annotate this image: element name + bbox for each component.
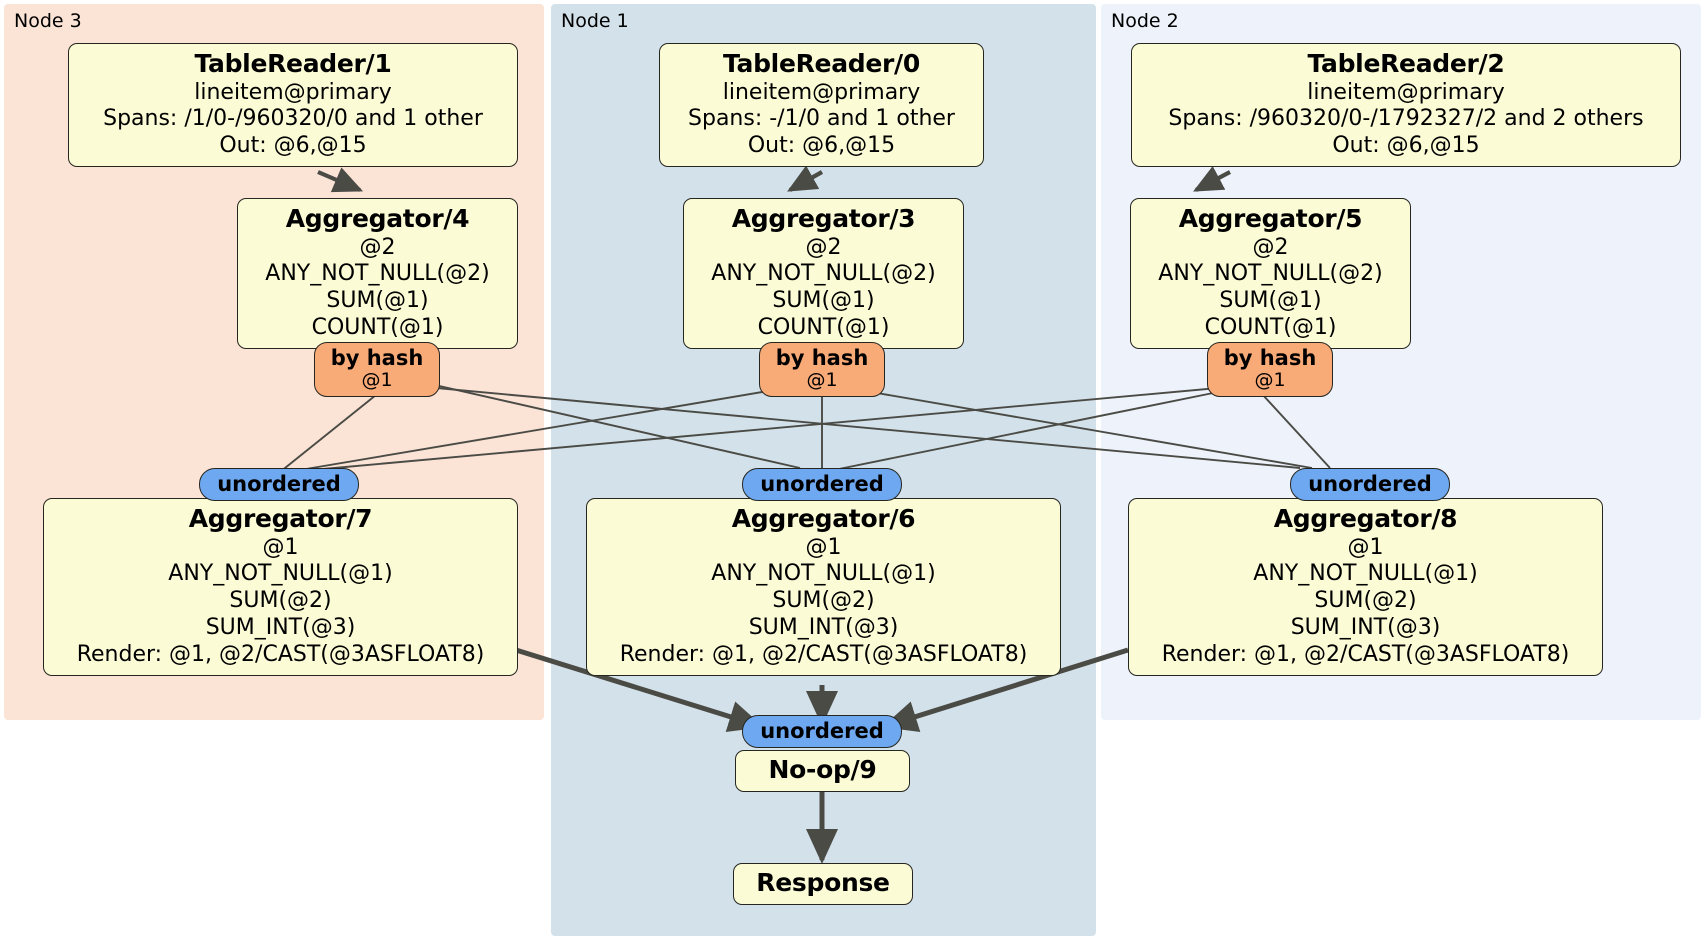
router-sub: @1 (806, 369, 838, 392)
processor-line: Spans: /1/0-/960320/0 and 1 other (103, 106, 483, 132)
processor-line: ANY_NOT_NULL(@2) (265, 261, 490, 287)
processor-aggregator3[interactable]: Aggregator/3 @2 ANY_NOT_NULL(@2) SUM(@1)… (683, 198, 964, 349)
processor-line: COUNT(@1) (757, 314, 890, 340)
processor-line: Render: @1, @2/CAST(@3ASFLOAT8) (1161, 641, 1570, 667)
processor-title: TableReader/0 (722, 49, 920, 78)
processor-line: SUM(@1) (326, 288, 429, 314)
router-title: unordered (760, 719, 884, 743)
router-by-hash-node2[interactable]: by hash @1 (1207, 342, 1333, 397)
processor-line: SUM(@2) (772, 588, 875, 614)
processor-line: lineitem@primary (722, 79, 921, 105)
processor-title: TableReader/1 (194, 49, 392, 78)
processor-aggregator6[interactable]: Aggregator/6 @1 ANY_NOT_NULL(@1) SUM(@2)… (586, 498, 1061, 676)
processor-title: Aggregator/4 (285, 204, 470, 233)
processor-noop9[interactable]: No-op/9 (735, 750, 910, 792)
processor-line: SUM_INT(@3) (1290, 614, 1441, 640)
processor-line: Spans: /960320/0-/1792327/2 and 2 others (1168, 106, 1644, 132)
router-title: unordered (217, 472, 341, 496)
router-title: unordered (760, 472, 884, 496)
processor-line: Render: @1, @2/CAST(@3ASFLOAT8) (619, 641, 1028, 667)
processor-title: Aggregator/8 (1273, 504, 1458, 533)
processor-line: ANY_NOT_NULL(@1) (168, 561, 393, 587)
processor-line: SUM(@1) (1219, 288, 1322, 314)
processor-line: COUNT(@1) (311, 314, 444, 340)
processor-title: Aggregator/7 (188, 504, 373, 533)
router-by-hash-node3[interactable]: by hash @1 (314, 342, 440, 397)
processor-aggregator4[interactable]: Aggregator/4 @2 ANY_NOT_NULL(@2) SUM(@1)… (237, 198, 518, 349)
processor-aggregator7[interactable]: Aggregator/7 @1 ANY_NOT_NULL(@1) SUM(@2)… (43, 498, 518, 676)
processor-line: @1 (805, 534, 842, 560)
processor-line: SUM(@1) (772, 288, 875, 314)
router-sub: @1 (361, 369, 393, 392)
processor-title: Response (756, 868, 890, 897)
processor-line: Out: @6,@15 (219, 133, 367, 159)
processor-line: Spans: -/1/0 and 1 other (688, 106, 955, 132)
processor-line: Render: @1, @2/CAST(@3ASFLOAT8) (76, 641, 485, 667)
processor-tablereader2[interactable]: TableReader/2 lineitem@primary Spans: /9… (1131, 43, 1681, 167)
router-sub: @1 (1254, 369, 1286, 392)
node-label-node3: Node 3 (14, 10, 82, 32)
processor-response[interactable]: Response (733, 863, 913, 905)
node-label-node2: Node 2 (1111, 10, 1179, 32)
processor-line: ANY_NOT_NULL(@1) (1253, 561, 1478, 587)
processor-line: Out: @6,@15 (747, 133, 896, 159)
processor-line: SUM_INT(@3) (205, 614, 356, 640)
processor-line: SUM(@2) (229, 588, 332, 614)
processor-line: @1 (262, 534, 299, 560)
router-title: by hash (330, 346, 424, 370)
processor-title: Aggregator/3 (731, 204, 916, 233)
processor-title: No-op/9 (768, 755, 877, 784)
node-label-node1: Node 1 (561, 10, 629, 32)
processor-line: @2 (1252, 234, 1289, 260)
processor-aggregator5[interactable]: Aggregator/5 @2 ANY_NOT_NULL(@2) SUM(@1)… (1130, 198, 1411, 349)
processor-line: @1 (1347, 534, 1384, 560)
processor-line: lineitem@primary (1307, 79, 1505, 105)
processor-line: COUNT(@1) (1204, 314, 1337, 340)
router-title: unordered (1308, 472, 1432, 496)
processor-title: TableReader/2 (1307, 49, 1505, 78)
router-title: by hash (775, 346, 869, 370)
processor-line: Out: @6,@15 (1332, 133, 1480, 159)
router-unordered-node2[interactable]: unordered (1290, 468, 1450, 502)
router-unordered-final[interactable]: unordered (742, 715, 902, 749)
router-title: by hash (1223, 346, 1317, 370)
processor-aggregator8[interactable]: Aggregator/8 @1 ANY_NOT_NULL(@1) SUM(@2)… (1128, 498, 1603, 676)
processor-line: ANY_NOT_NULL(@2) (711, 261, 936, 287)
processor-line: SUM(@2) (1314, 588, 1417, 614)
processor-title: Aggregator/5 (1178, 204, 1363, 233)
processor-tablereader0[interactable]: TableReader/0 lineitem@primary Spans: -/… (659, 43, 984, 167)
processor-title: Aggregator/6 (731, 504, 916, 533)
router-unordered-node1[interactable]: unordered (742, 468, 902, 502)
processor-line: SUM_INT(@3) (748, 614, 899, 640)
router-by-hash-node1[interactable]: by hash @1 (759, 342, 885, 397)
processor-line: ANY_NOT_NULL(@2) (1158, 261, 1383, 287)
processor-line: @2 (805, 234, 842, 260)
processor-tablereader1[interactable]: TableReader/1 lineitem@primary Spans: /1… (68, 43, 518, 167)
processor-line: @2 (359, 234, 396, 260)
router-unordered-node3[interactable]: unordered (199, 468, 359, 502)
processor-line: lineitem@primary (194, 79, 392, 105)
processor-line: ANY_NOT_NULL(@1) (711, 561, 936, 587)
